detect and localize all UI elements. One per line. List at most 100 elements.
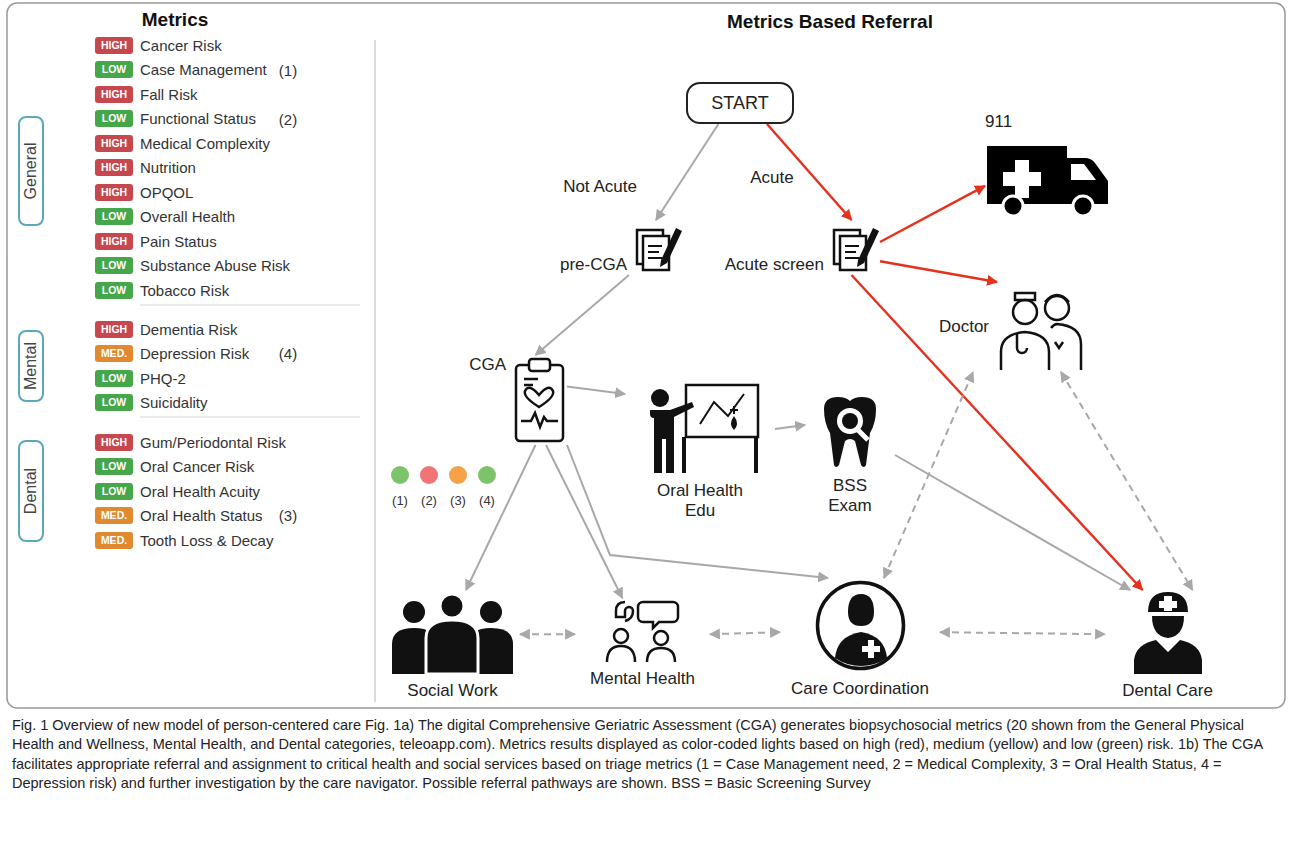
metric-name: Suicidality <box>140 394 208 411</box>
light-number: (2) <box>421 493 437 508</box>
panel-title: Metrics Based Referral <box>727 11 933 33</box>
service-node: Social Work <box>385 590 520 701</box>
category-label: Mental <box>18 330 44 402</box>
node-label: CGA <box>469 355 506 375</box>
doc-symbol <box>830 220 880 275</box>
category-name: Mental <box>22 342 40 390</box>
mental-symbol <box>605 598 680 663</box>
metric-row: HIGH Medical Complexity <box>95 134 270 152</box>
doctor-icon <box>995 282 1085 372</box>
figure-caption: Fig. 1 Overview of new model of person-c… <box>12 716 1278 793</box>
light-number: (3) <box>450 493 466 508</box>
status-light <box>478 466 496 484</box>
start-terminal: START <box>686 82 794 124</box>
status-light <box>420 466 438 484</box>
service-node: CGA <box>462 355 567 445</box>
service-node: Acute screen <box>690 220 880 275</box>
tooth-icon <box>818 395 883 470</box>
metric-row: LOWSubstance Abuse Risk <box>95 257 290 275</box>
dental-icon <box>1130 590 1205 675</box>
metric-name: Cancer Risk <box>140 37 222 54</box>
amb-symbol <box>985 138 1110 218</box>
category-label: General <box>18 116 44 226</box>
referral-arrow <box>466 445 536 590</box>
metric-row: HIGH Pain Status <box>95 232 217 250</box>
callout-number: (2) <box>279 111 297 128</box>
metric-name: Oral Cancer Risk <box>140 458 254 475</box>
risk-badge: LOW <box>95 483 133 500</box>
service-node: pre-CGA <box>548 220 683 275</box>
metric-name: Medical Complexity <box>140 135 270 152</box>
service-node: BSS Exam <box>805 395 895 515</box>
doc-icon <box>830 220 880 275</box>
metric-row: HIGH Gum/Periodontal Risk <box>95 433 286 451</box>
node-label: Doctor <box>939 317 989 337</box>
tooth-symbol <box>818 395 883 470</box>
service-node: Dental Care <box>1105 590 1230 701</box>
metric-row: HIGH OPQOL <box>95 183 193 201</box>
metric-row: MED. Tooth Loss & Decay <box>95 531 273 549</box>
metric-name: Depression Risk <box>140 345 249 362</box>
metric-name: Tobacco Risk <box>140 282 229 299</box>
group-divider <box>140 304 360 305</box>
metric-name: Tooth Loss & Decay <box>140 532 273 549</box>
doctor-symbol <box>995 282 1085 372</box>
risk-badge: HIGH <box>95 135 133 152</box>
risk-badge: MED. <box>95 345 133 362</box>
care-symbol <box>813 578 908 673</box>
metric-row: HIGH Nutrition <box>95 159 196 177</box>
status-light <box>449 466 467 484</box>
dashed-link <box>884 372 973 578</box>
risk-badge: HIGH <box>95 184 133 201</box>
metric-row: HIGHCancer Risk <box>95 36 222 54</box>
panel-title: Metrics <box>142 9 209 31</box>
node-label: 911 <box>985 112 1012 132</box>
edu-symbol <box>638 380 763 475</box>
node-label: Mental Health <box>590 669 695 689</box>
risk-badge: MED. <box>95 507 133 524</box>
node-label: BSS Exam <box>825 476 875 515</box>
referral-arrow <box>880 186 985 242</box>
risk-badge: MED. <box>95 532 133 549</box>
dental-symbol <box>1130 590 1205 675</box>
metric-row: LOWCase Management <box>95 61 267 79</box>
risk-badge: HIGH <box>95 434 133 451</box>
metric-row: MED. Depression Risk <box>95 345 249 363</box>
social-symbol <box>390 590 515 675</box>
referral-arrow <box>567 445 828 578</box>
node-label: Care Coordination <box>791 679 929 699</box>
referral-arrow <box>895 455 1130 590</box>
risk-badge: HIGH <box>95 159 133 176</box>
metric-row: LOWPHQ-2 <box>95 369 186 387</box>
referral-arrow <box>656 124 718 220</box>
metric-name: PHQ-2 <box>140 370 186 387</box>
metric-name: OPQOL <box>140 184 193 201</box>
light-number: (4) <box>479 493 495 508</box>
metric-name: Case Management <box>140 61 267 78</box>
category-label: Dental <box>18 440 44 542</box>
metric-name: Nutrition <box>140 159 196 176</box>
status-light <box>391 466 409 484</box>
service-node: Care Coordination <box>780 578 940 699</box>
clip-symbol <box>512 355 567 445</box>
terminal-text: START <box>711 93 768 114</box>
mental-icon <box>605 598 680 663</box>
group-divider <box>140 416 360 417</box>
service-node: Mental Health <box>575 598 710 689</box>
metric-name: Pain Status <box>140 233 217 250</box>
risk-badge: LOW <box>95 208 133 225</box>
dashed-link <box>710 632 780 634</box>
node-label: pre-CGA <box>560 255 627 275</box>
service-node: Doctor <box>925 282 1085 372</box>
referral-arrow <box>852 275 1143 590</box>
outer-border <box>7 3 1285 708</box>
node-label: Acute screen <box>725 255 824 275</box>
callout-number: (1) <box>279 62 297 79</box>
metric-name: Gum/Periodontal Risk <box>140 434 286 451</box>
callout-number: (3) <box>279 507 297 524</box>
referral-arrow <box>546 445 622 598</box>
metric-name: Oral Health Status <box>140 507 263 524</box>
panel-divider <box>374 40 376 702</box>
edge-label: Not Acute <box>561 177 639 197</box>
risk-badge: HIGH <box>95 233 133 250</box>
